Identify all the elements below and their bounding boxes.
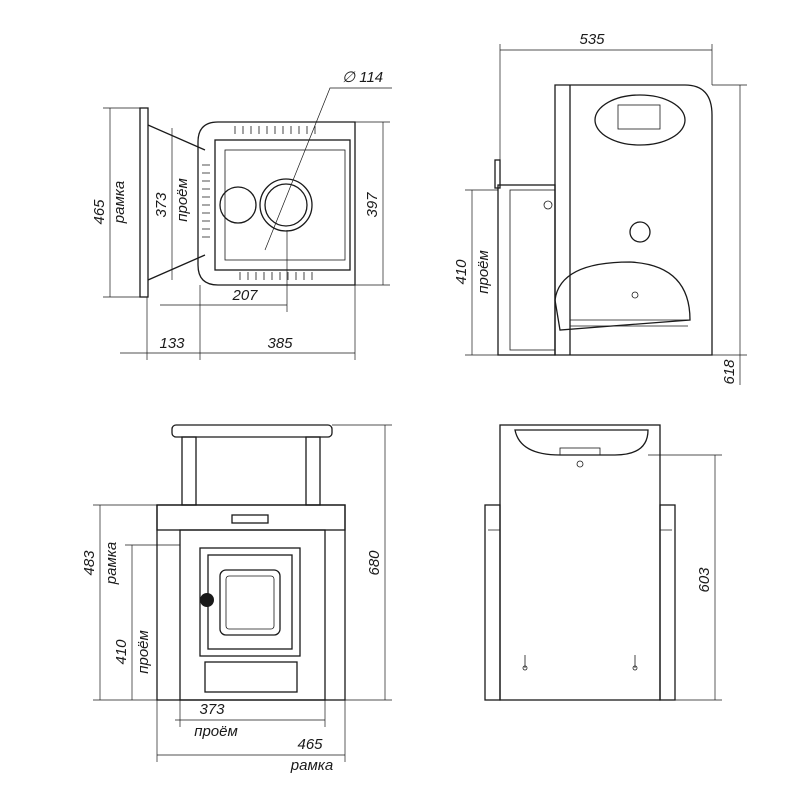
dim-frame-width: 465: [91, 199, 108, 225]
funnel: [147, 124, 206, 281]
vent-slots-bottom: [239, 272, 313, 280]
door: [199, 547, 301, 657]
flue-outer: [259, 178, 313, 232]
logo-plate: [231, 514, 269, 524]
vent-slots-top: [234, 126, 316, 134]
diameter-leader: [264, 87, 392, 251]
frame: [156, 504, 346, 701]
dim-total-height: 680: [366, 550, 383, 576]
body-outline: [197, 121, 356, 286]
body-outline: [554, 84, 713, 356]
side-hole: [629, 221, 651, 243]
dim-frame-height: 483: [81, 550, 98, 576]
dim-frame-offset: 133: [159, 335, 185, 352]
dim-opening-height: 410: [453, 259, 470, 285]
dim-frame-width: 465: [297, 736, 323, 753]
dim-opening-height: 410: [113, 639, 130, 665]
dim-opening-width: 373: [199, 701, 225, 718]
door-frame: [497, 184, 556, 356]
dim-frame-word: рамка: [103, 542, 120, 585]
side-view-bottom: 603: [484, 424, 722, 701]
frame-plate: [139, 107, 149, 298]
side-view-top: 535 410 проём 618: [453, 31, 747, 385]
dim-total-height: 618: [721, 359, 738, 385]
top-view: ∅ 114 465 рамка 373 проём 397 207 133 38…: [91, 69, 392, 360]
dim-frame-word2: рамка: [290, 757, 333, 774]
dim-frame-word: рамка: [111, 181, 128, 224]
diameter-label: ∅ 114: [342, 69, 383, 86]
water-tank-window: [594, 94, 686, 146]
firebox-opening: [554, 261, 691, 331]
front-view: 483 рамка 410 проём 680 373 проём 465 ра…: [81, 424, 392, 774]
dim-body-length: 385: [267, 335, 293, 352]
tank-hole: [219, 186, 257, 224]
flue-inner: [264, 183, 308, 227]
dim-body-height: 603: [696, 567, 713, 593]
dim-total-length: 535: [579, 31, 605, 48]
door-glass: [219, 569, 281, 636]
top-cap: [171, 424, 333, 438]
tank-top: [514, 429, 649, 456]
door-knob-icon: [200, 593, 214, 607]
dim-opening-word2: проём: [194, 723, 238, 740]
dim-opening-width: 373: [153, 192, 170, 218]
ash-drawer: [204, 661, 298, 693]
dim-body-depth: 397: [364, 192, 381, 218]
vent-slots-side: [202, 164, 210, 238]
dim-opening-word: проём: [135, 630, 152, 674]
inner-body: [214, 139, 351, 271]
dim-opening-word: проём: [475, 250, 492, 294]
dim-opening-word: проём: [174, 178, 191, 222]
dim-flue-offset: 207: [231, 287, 258, 304]
body: [499, 424, 661, 701]
